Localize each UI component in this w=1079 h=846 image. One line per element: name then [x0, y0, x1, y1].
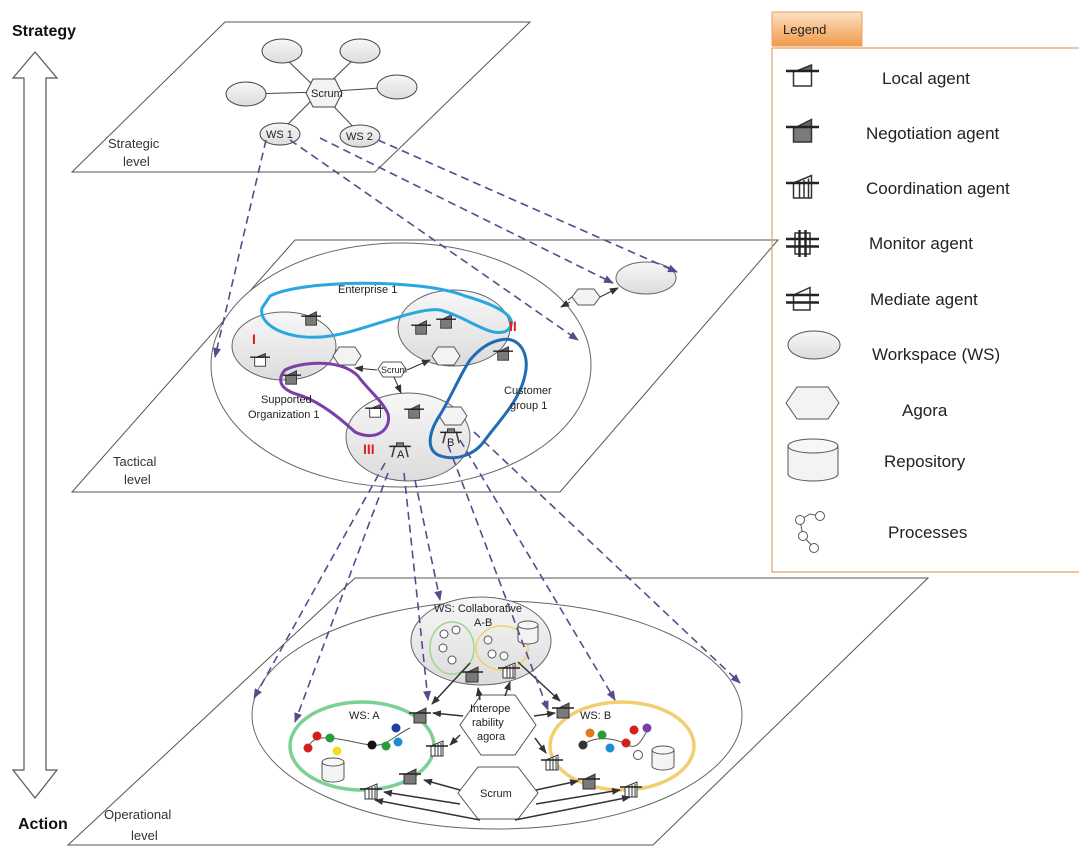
legend-agora-icon: [785, 386, 840, 420]
customer-label-2: group 1: [510, 400, 547, 412]
legend-local-agent-icon: [786, 63, 821, 88]
operational-level-label-2: level: [131, 828, 158, 843]
strategy-action-arrow: [11, 51, 59, 799]
agora-label-1: Interope: [470, 703, 510, 715]
agora-label-2: rability: [472, 717, 504, 729]
legend-coordination-agent-icon: [786, 174, 821, 200]
legend-item-8: Processes: [888, 523, 967, 542]
gate-a-label: A: [397, 449, 405, 461]
legend-item-6: Agora: [902, 401, 948, 420]
operational-big-workspace: [251, 596, 743, 830]
strategic-scrum-label: Scrum: [311, 88, 343, 100]
tactical-level-label-2: level: [124, 472, 151, 487]
axis-top-label: Strategy: [12, 23, 76, 40]
roman-one: I: [252, 331, 256, 347]
legend-item-3: Monitor agent: [869, 234, 973, 253]
roman-two: II: [509, 318, 517, 334]
ws1-label: WS 1: [266, 129, 293, 141]
supported-organization-loop: [279, 361, 391, 438]
wsa-label: WS: A: [349, 710, 380, 722]
legend-item-5: Workspace (WS): [872, 345, 1000, 364]
operational-level-label-1: Operational: [104, 807, 171, 822]
collaborative-label-2: A-B: [474, 617, 492, 629]
strategic-level-label-2: level: [123, 154, 150, 169]
operational-scrum-label: Scrum: [480, 788, 512, 800]
legend-workspace-icon: [787, 330, 841, 360]
legend-panel: [771, 11, 1079, 573]
collaborative-label-1: WS: Collaborative: [434, 603, 522, 615]
strategic-plane: [70, 21, 532, 173]
tactical-scrum-label: Scrum: [381, 365, 407, 375]
legend-item-7: Repository: [884, 452, 966, 471]
supported-label-1: Supported: [261, 394, 312, 406]
legend-item-0: Local agent: [882, 69, 970, 88]
legend-negotiation-agent-icon: [786, 118, 821, 144]
legend-mediate-agent-icon: [786, 286, 821, 312]
roman-three: III: [363, 441, 375, 457]
legend-item-2: Coordination agent: [866, 179, 1010, 198]
agora-label-3: agora: [477, 731, 506, 743]
supported-label-2: Organization 1: [248, 409, 320, 421]
strategic-level-label-1: Strategic: [108, 136, 160, 151]
strategic-scrum-group: [225, 38, 418, 148]
tactical-level-label-1: Tactical: [113, 454, 156, 469]
axis-bottom-label: Action: [18, 816, 68, 833]
legend-title: Legend: [783, 22, 826, 37]
wsb-label: WS: B: [580, 710, 611, 722]
enterprise-loop: [260, 281, 513, 339]
legend-item-4: Mediate agent: [870, 290, 978, 309]
customer-label-1: Customer: [504, 385, 552, 397]
ws2-label: WS 2: [346, 131, 373, 143]
legend-processes-icon: [795, 511, 825, 553]
customer-group-loop: [428, 337, 528, 460]
enterprise-label: Enterprise 1: [338, 284, 397, 296]
legend-repository-icon: [787, 438, 839, 482]
gate-b-label: B: [447, 437, 454, 449]
legend-item-1: Negotiation agent: [866, 124, 1000, 143]
dashed-links: [213, 137, 741, 723]
legend-monitor-agent-icon: [786, 228, 821, 258]
